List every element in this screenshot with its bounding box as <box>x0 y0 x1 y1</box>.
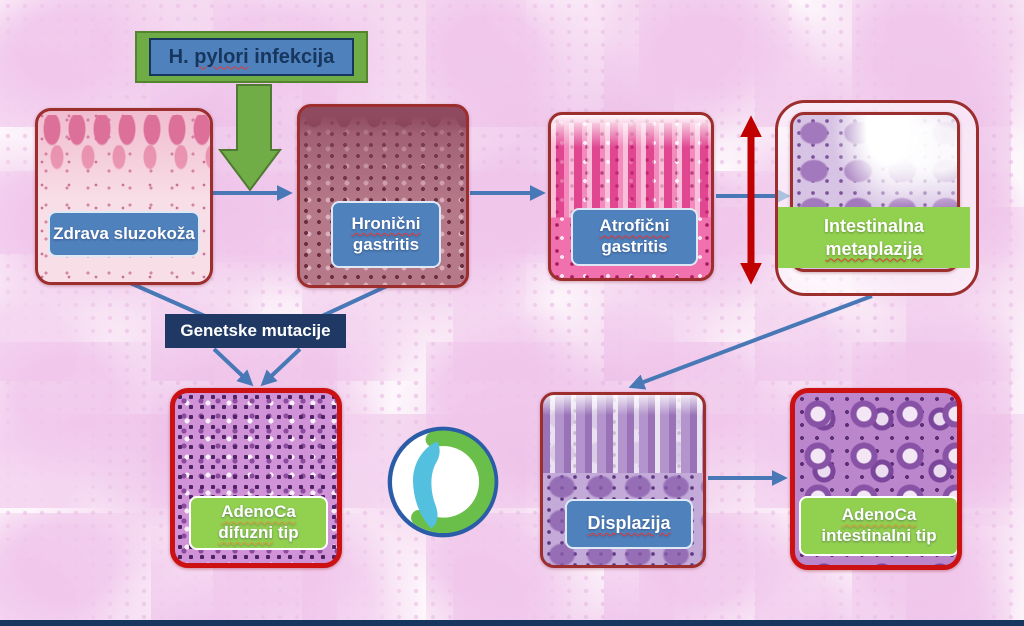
adenoca-intestinal-text-line1: AdenoCa <box>841 505 917 525</box>
logo-green-crescent <box>411 430 495 534</box>
hpylori-infection-label: H. pylori infekcija <box>149 38 354 76</box>
dysplasia-image: Displazija <box>540 392 706 568</box>
dysplasia-text: Displazija <box>587 513 671 534</box>
line-healthy-to-mutations <box>127 280 208 319</box>
atrophic-gastritis-image: Atrofični gastritis <box>548 112 714 281</box>
intestinal-metaplasia-outer-frame: Intestinalna metaplazija <box>775 100 979 296</box>
adenoca-intestinal-label: AdenoCa intestinalni tip <box>799 496 957 556</box>
atrophic-gastritis-label: Atrofični gastritis <box>571 208 698 266</box>
chronic-gastritis-image: Hronični gastritis <box>297 104 469 288</box>
genetic-mutations-label: Genetske mutacije <box>165 314 346 348</box>
healthy-mucosa-image: Zdrava sluzokoža <box>35 108 213 285</box>
hpylori-text-post: infekcija <box>254 45 335 68</box>
adenoca-diffuse-text-line2a: difuzni <box>218 523 274 542</box>
hpylori-infection-box: H. pylori infekcija <box>135 31 368 83</box>
adenoca-intestinal-image: AdenoCa intestinalni tip <box>790 388 962 570</box>
healthy-mucosa-text: Zdrava sluzokoža <box>53 223 195 243</box>
chronic-gastritis-label: Hronični gastritis <box>331 201 441 268</box>
healthy-mucosa-label: Zdrava sluzokoža <box>48 211 200 257</box>
arrow-metaplasia-to-dysplasia <box>628 294 873 390</box>
hpylori-text-pre: H. <box>168 45 189 68</box>
arrow-mutations-to-adeno-diffuse-left <box>212 347 254 387</box>
chronic-gastritis-text-line2: gastritis <box>352 234 420 254</box>
intestinal-metaplasia-text-line2: metaplazija <box>825 238 923 259</box>
bottom-navy-bar <box>0 620 1024 626</box>
chronic-gastritis-text-line1: Hronični <box>351 213 421 233</box>
genetic-mutations-text: Genetske mutacije <box>180 321 331 340</box>
intestinal-metaplasia-text-line1: Intestinalna <box>823 216 925 236</box>
stomach-logo-svg <box>387 426 499 538</box>
arrow-mutations-to-adeno-diffuse-right <box>260 347 302 387</box>
atrophic-gastritis-text-line2: gastritis <box>601 237 668 256</box>
hpylori-text-underlined: pylori <box>194 45 249 68</box>
line-chronic-to-mutations <box>319 283 390 319</box>
adenoca-intestinal-text-line2: intestinalni tip <box>821 526 937 545</box>
intestinal-metaplasia-label: Intestinalna metaplazija <box>778 207 970 268</box>
stomach-logo-icon <box>385 424 501 540</box>
logo-blue-stomach <box>413 441 440 529</box>
hpylori-down-arrow <box>218 84 282 192</box>
adenoca-diffuse-text-line1: AdenoCa <box>221 502 296 522</box>
atrophic-gastritis-text-line1: Atrofični <box>599 216 670 236</box>
dysplasia-label: Displazija <box>565 499 693 549</box>
adenoca-diffuse-text-line2b: tip <box>277 523 299 542</box>
